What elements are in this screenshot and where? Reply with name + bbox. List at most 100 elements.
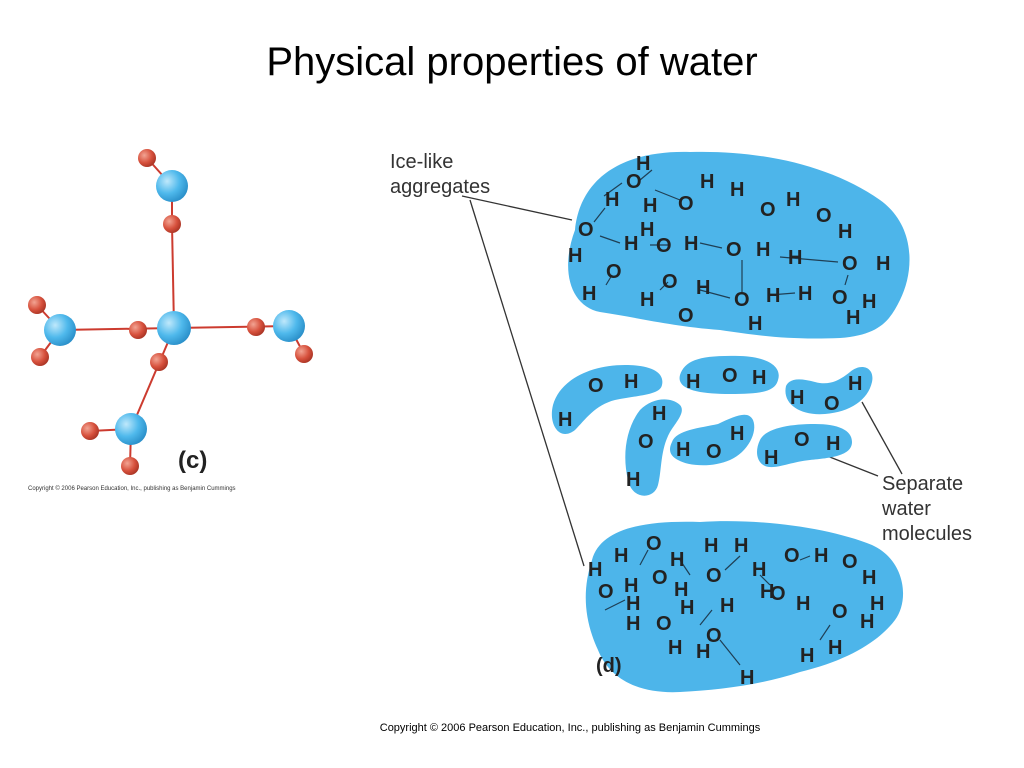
callout-leader-line: [461, 195, 573, 221]
svg-text:H: H: [670, 549, 684, 571]
svg-text:O: O: [770, 583, 786, 605]
oxygen-atom: [156, 170, 188, 202]
callout-leader-line: [861, 401, 903, 475]
separate-water-molecules-label: Separate water molecules: [882, 472, 972, 547]
svg-text:H: H: [862, 567, 876, 589]
svg-text:O: O: [598, 581, 614, 603]
oxygen-atom: [115, 413, 147, 445]
svg-text:H: H: [764, 447, 778, 469]
svg-text:H: H: [624, 575, 638, 597]
hydrogen-atom: [81, 422, 99, 440]
svg-text:O: O: [626, 171, 642, 193]
oxygen-atom: [273, 310, 305, 342]
svg-text:O: O: [706, 625, 722, 647]
svg-text:H: H: [640, 289, 654, 311]
water-molecule-blob: [757, 424, 852, 468]
svg-text:O: O: [794, 429, 810, 451]
svg-text:O: O: [638, 431, 654, 453]
svg-text:H: H: [626, 593, 640, 615]
svg-text:H: H: [740, 667, 754, 689]
callout-line: water: [882, 498, 931, 520]
svg-text:H: H: [588, 559, 602, 581]
svg-text:H: H: [558, 409, 572, 431]
svg-text:H: H: [674, 579, 688, 601]
svg-text:H: H: [680, 597, 694, 619]
hydrogen-atom: [121, 457, 139, 475]
svg-text:O: O: [656, 235, 672, 257]
svg-text:H: H: [696, 277, 710, 299]
svg-text:H: H: [614, 545, 628, 567]
svg-text:O: O: [734, 289, 750, 311]
svg-text:H: H: [582, 283, 596, 305]
hydrogen-atom: [150, 353, 168, 371]
svg-text:O: O: [832, 601, 848, 623]
copyright-small: Copyright © 2006 Pearson Education, Inc.…: [28, 486, 236, 492]
svg-text:H: H: [826, 433, 840, 455]
svg-text:H: H: [870, 593, 884, 615]
hydrogen-bond-line: [171, 223, 175, 329]
svg-text:O: O: [662, 271, 678, 293]
svg-text:H: H: [720, 595, 734, 617]
ice-like-aggregate-blob: [585, 521, 904, 693]
svg-text:O: O: [606, 261, 622, 283]
hydrogen-atom: [31, 348, 49, 366]
svg-text:H: H: [828, 637, 842, 659]
svg-text:H: H: [756, 239, 770, 261]
svg-text:O: O: [678, 193, 694, 215]
ice-aggregate-atoms-bottom: O H H H H O H O H O H H O H O H H O H H …: [588, 533, 884, 689]
svg-text:H: H: [766, 285, 780, 307]
svg-text:O: O: [832, 287, 848, 309]
svg-text:O: O: [706, 565, 722, 587]
svg-text:H: H: [734, 535, 748, 557]
svg-text:H: H: [800, 645, 814, 667]
svg-text:H: H: [876, 253, 890, 275]
svg-text:H: H: [752, 367, 766, 389]
tetrahedral-molecule-model: [28, 149, 313, 475]
svg-text:O: O: [646, 533, 662, 555]
svg-text:O: O: [656, 613, 672, 635]
svg-text:O: O: [706, 441, 722, 463]
hydrogen-atom: [295, 345, 313, 363]
svg-text:O: O: [588, 375, 604, 397]
svg-text:H: H: [643, 195, 657, 217]
water-molecule-blob: [679, 355, 779, 394]
oxygen-atom: [157, 311, 191, 345]
svg-text:O: O: [726, 239, 742, 261]
svg-text:H: H: [730, 423, 744, 445]
svg-text:O: O: [678, 305, 694, 327]
svg-text:H: H: [605, 189, 619, 211]
svg-text:H: H: [568, 245, 582, 267]
svg-text:H: H: [748, 313, 762, 335]
water-molecule-blob: [785, 367, 873, 415]
ice-like-aggregates-label: Ice-like aggregates: [390, 150, 490, 200]
callout-line: molecules: [882, 523, 973, 545]
svg-text:O: O: [842, 551, 858, 573]
svg-text:H: H: [814, 545, 828, 567]
svg-text:H: H: [684, 233, 698, 255]
svg-text:H: H: [696, 641, 710, 663]
svg-text:H: H: [788, 247, 802, 269]
svg-text:H: H: [704, 535, 718, 557]
hydrogen-bond-line: [59, 327, 175, 331]
svg-text:H: H: [860, 611, 874, 633]
svg-text:H: H: [786, 189, 800, 211]
svg-text:O: O: [824, 393, 840, 415]
svg-text:O: O: [652, 567, 668, 589]
svg-text:O: O: [578, 219, 594, 241]
hydrogen-atom: [163, 215, 181, 233]
svg-text:H: H: [624, 371, 638, 393]
svg-text:H: H: [668, 637, 682, 659]
panel-label-c: (c): [178, 447, 207, 474]
svg-text:O: O: [784, 545, 800, 567]
svg-text:H: H: [838, 221, 852, 243]
callout-leader-line: [469, 199, 585, 567]
svg-text:H: H: [636, 153, 650, 175]
svg-text:H: H: [730, 179, 744, 201]
svg-text:H: H: [676, 439, 690, 461]
hydrogen-bond-line: [130, 327, 175, 430]
panel-label-d: (d): [596, 655, 622, 677]
water-molecule-blob: [625, 399, 682, 496]
svg-text:O: O: [842, 253, 858, 275]
svg-text:H: H: [752, 559, 766, 581]
